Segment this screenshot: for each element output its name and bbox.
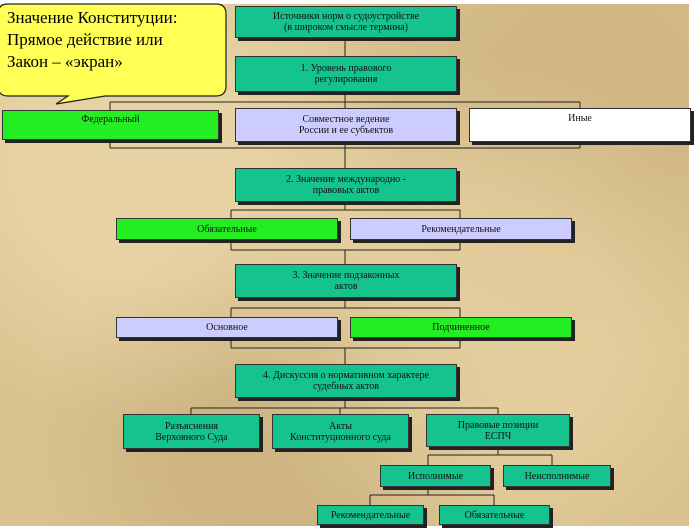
node-echr: Правовые позиции ЕСПЧ bbox=[426, 414, 570, 447]
callout-shape bbox=[0, 3, 227, 105]
node-level4-line-2: судебных актов bbox=[313, 381, 379, 392]
node-other: Иные bbox=[469, 108, 691, 142]
callout-line-2: Прямое действие или bbox=[7, 30, 163, 49]
node-level3-line-2: актов bbox=[334, 281, 358, 292]
node-main-label: Основное bbox=[206, 322, 248, 333]
node-other-label: Иные bbox=[568, 113, 592, 124]
node-level2-line-1: 2. Значение международно - bbox=[285, 174, 407, 185]
node-level3: 3. Значение подзаконных актов bbox=[235, 264, 457, 298]
node-echr-recommended-label: Рекомендательные bbox=[330, 509, 411, 521]
frame-bottom bbox=[0, 526, 695, 529]
node-unenforceable-label: Неисполнимые bbox=[524, 470, 590, 482]
node-supreme-court-line-1: Разъяснения bbox=[164, 420, 219, 432]
node-recommended: Рекомендательные bbox=[350, 218, 572, 240]
node-level1-line-2: регулирования bbox=[314, 74, 378, 85]
node-joint-line-2: России и ее субъектов bbox=[298, 125, 394, 136]
callout-line-3: Закон – «экран» bbox=[7, 52, 123, 71]
node-level4-line-1: 4. Дискуссия о нормативном характере bbox=[263, 370, 429, 381]
node-echr-line-2: ЕСПЧ bbox=[484, 430, 512, 442]
node-echr-line-1: Правовые позиции bbox=[457, 419, 539, 431]
node-level4: 4. Дискуссия о нормативном характере суд… bbox=[235, 364, 457, 398]
node-constitutional-court: Акты Конституционного суда bbox=[272, 414, 409, 449]
node-root: Источники норм о судоустройстве (в широк… bbox=[235, 6, 457, 38]
node-joint: Совместное ведение России и ее субъектов bbox=[235, 108, 457, 142]
node-root-line-1: Источники норм о судоустройстве bbox=[272, 11, 420, 22]
frame-right bbox=[689, 0, 695, 529]
node-enforceable: Исполнимые bbox=[380, 465, 491, 487]
callout-text: Значение Конституции: Прямое действие ил… bbox=[7, 7, 219, 73]
node-echr-obligatory: Обязательные bbox=[439, 505, 550, 525]
node-root-line-2: (в широком смысле термина) bbox=[284, 22, 408, 33]
node-level3-line-1: 3. Значение подзаконных bbox=[292, 270, 400, 281]
node-federal-label: Федеральный bbox=[81, 114, 140, 125]
node-recommended-label: Рекомендательные bbox=[421, 223, 501, 235]
node-subordinate-label: Подчиненное bbox=[432, 322, 490, 333]
node-level1: 1. Уровень правового регулирования bbox=[235, 56, 457, 92]
node-level2-line-2: правовых актов bbox=[312, 185, 380, 196]
node-obligatory-label: Обязательные bbox=[197, 223, 257, 235]
node-enforceable-label: Исполнимые bbox=[407, 470, 464, 482]
node-unenforceable: Неисполнимые bbox=[503, 465, 611, 487]
callout-line-1: Значение Конституции: bbox=[7, 8, 178, 27]
callout: Значение Конституции: Прямое действие ил… bbox=[0, 0, 240, 115]
node-echr-obligatory-label: Обязательные bbox=[464, 509, 525, 521]
node-subordinate: Подчиненное bbox=[350, 317, 572, 338]
node-level1-line-1: 1. Уровень правового bbox=[300, 63, 392, 74]
node-echr-recommended: Рекомендательные bbox=[317, 505, 424, 525]
node-supreme-court: Разъяснения Верховного Суда bbox=[123, 414, 260, 449]
node-federal: Федеральный bbox=[2, 110, 219, 140]
node-constitutional-court-line-1: Акты bbox=[328, 420, 353, 432]
node-constitutional-court-line-2: Конституционного суда bbox=[290, 431, 391, 443]
node-joint-line-1: Совместное ведение bbox=[302, 114, 390, 125]
frame-top bbox=[0, 0, 695, 4]
node-main: Основное bbox=[116, 317, 338, 338]
node-obligatory: Обязательные bbox=[116, 218, 338, 240]
node-supreme-court-line-2: Верховного Суда bbox=[155, 431, 228, 443]
node-level2: 2. Значение международно - правовых акто… bbox=[235, 168, 457, 202]
